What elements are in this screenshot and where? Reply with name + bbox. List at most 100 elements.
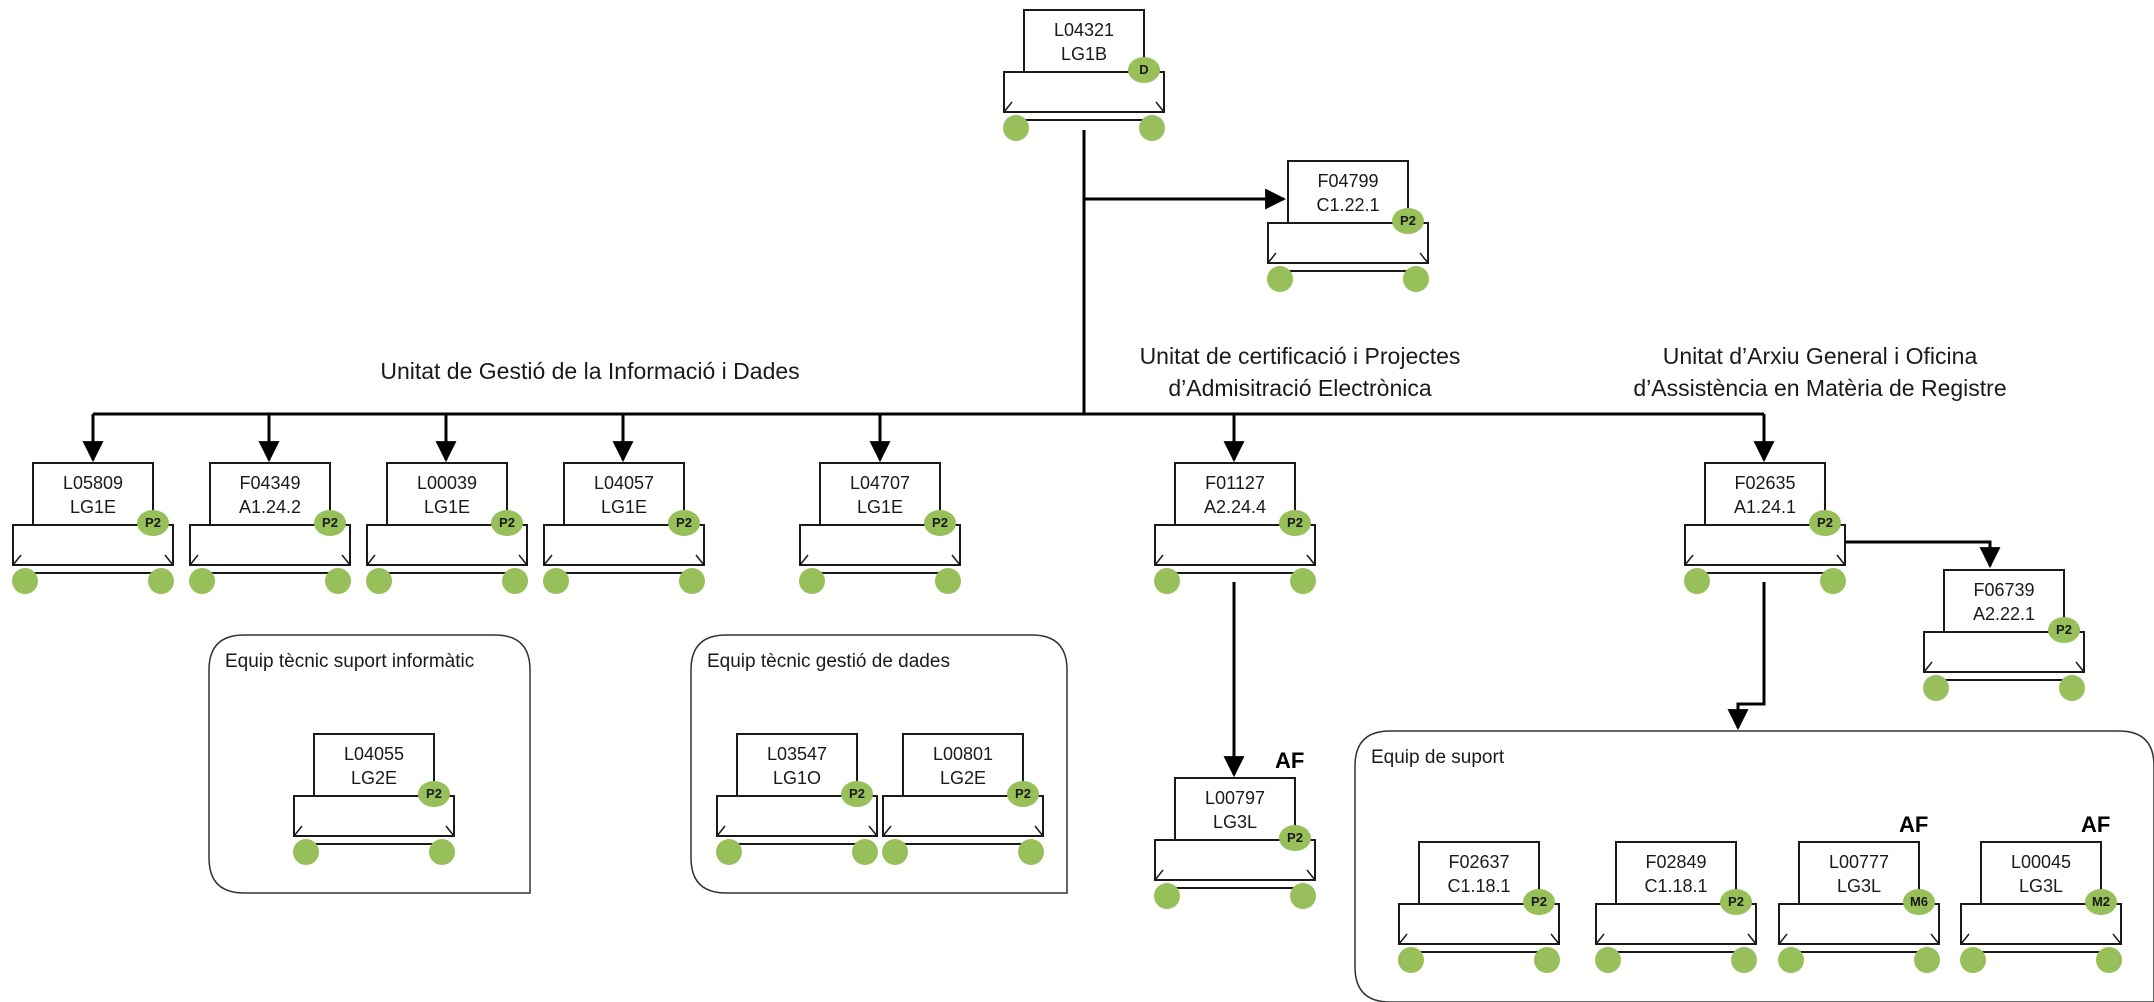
position-badge-label: P2 — [499, 515, 515, 530]
position-label-box — [1174, 777, 1296, 841]
position-code: LG1E — [856, 497, 904, 517]
position-id: F04349 — [239, 473, 301, 493]
position-id: F02849 — [1645, 852, 1707, 872]
position-flag: AF — [1275, 748, 1305, 773]
position-code: LG1B — [1060, 44, 1108, 64]
position-base-fold — [799, 554, 961, 566]
position-badge-label: M6 — [1909, 894, 1929, 909]
position-node — [1923, 569, 2085, 701]
position-foot-left — [1154, 883, 1180, 909]
group-title-equip-suport: Equip de suport — [1371, 747, 1505, 768]
position-foot-left — [1923, 675, 1949, 701]
position-foot-left — [1398, 947, 1424, 973]
position-node — [716, 733, 878, 865]
position-badge-label: P2 — [322, 515, 338, 530]
position-base-fold — [716, 825, 878, 837]
position-foot-left — [716, 839, 742, 865]
position-node — [1003, 9, 1165, 141]
position-badge-label: P2 — [1817, 515, 1833, 530]
position-badge-label: P2 — [426, 786, 442, 801]
position-code: A1.24.2 — [238, 497, 302, 517]
position-id: L00801 — [932, 744, 994, 764]
position-base-fold — [293, 825, 455, 837]
position-foot-right — [429, 839, 455, 865]
position-node — [1154, 777, 1316, 909]
position-foot-right — [1534, 947, 1560, 973]
unit-title-certificacio: Unitat de certificació i Projectes d’Adm… — [1075, 340, 1525, 404]
position-code: LG1E — [423, 497, 471, 517]
position-label-box — [819, 462, 941, 526]
position-foot-left — [366, 568, 392, 594]
position-foot-left — [1960, 947, 1986, 973]
unit-title-arxiu-general: Unitat d’Arxiu General i Oficina d’Assis… — [1595, 340, 2045, 404]
position-id: L00039 — [416, 473, 478, 493]
position-code: LG1E — [600, 497, 648, 517]
position-label-box — [313, 733, 435, 797]
position-label-box — [1798, 841, 1920, 905]
position-foot-left — [189, 568, 215, 594]
position-badge — [2085, 889, 2117, 915]
position-badge — [314, 510, 346, 536]
position-badge-label: P2 — [1287, 830, 1303, 845]
position-id: L05809 — [62, 473, 124, 493]
position-foot-left — [1003, 115, 1029, 141]
position-foot-left — [1154, 568, 1180, 594]
position-id: F02635 — [1734, 473, 1796, 493]
position-badge-label: P2 — [1728, 894, 1744, 909]
position-foot-left — [12, 568, 38, 594]
position-code: LG3L — [2018, 876, 2064, 896]
group-title-suport-informatic: Equip tècnic suport informàtic — [225, 651, 475, 672]
unit-title-gestio-informacio: Unitat de Gestió de la Informació i Dade… — [380, 358, 800, 384]
position-id: L03547 — [766, 744, 828, 764]
position-foot-left — [1595, 947, 1621, 973]
position-id: F01127 — [1205, 473, 1265, 493]
position-base-fold — [1267, 252, 1429, 264]
position-foot-right — [679, 568, 705, 594]
position-foot-right — [2059, 675, 2085, 701]
position-id: L00777 — [1828, 852, 1890, 872]
position-badge — [1279, 510, 1311, 536]
position-base-fold — [1595, 933, 1757, 945]
position-badge-label: P2 — [1287, 515, 1303, 530]
position-id: L04321 — [1053, 20, 1115, 40]
position-node — [1398, 841, 1560, 973]
position-label-box — [1418, 841, 1540, 905]
position-label-box — [736, 733, 858, 797]
position-foot-left — [543, 568, 569, 594]
position-badge — [1128, 57, 1160, 83]
position-foot-right — [502, 568, 528, 594]
position-id: L04707 — [849, 473, 911, 493]
position-badge — [841, 781, 873, 807]
position-label-box — [1615, 841, 1737, 905]
position-badge-label: D — [1139, 62, 1149, 77]
position-badge — [1809, 510, 1841, 536]
position-badge — [1720, 889, 1752, 915]
position-label-box — [32, 462, 154, 526]
position-id: F02637 — [1448, 852, 1510, 872]
unit-title-line: d’Assistència en Matèria de Registre — [1633, 375, 2007, 401]
position-flag: AF — [2081, 812, 2111, 837]
position-foot-left — [1684, 568, 1710, 594]
unit-title-line: d’Admisitració Electrònica — [1168, 375, 1432, 401]
position-badge — [1392, 208, 1424, 234]
position-label-box — [1023, 9, 1145, 73]
position-base-fold — [1960, 933, 2122, 945]
position-badge-label: M2 — [2091, 894, 2111, 909]
position-base-fold — [189, 554, 351, 566]
position-base-fold — [543, 554, 705, 566]
position-node — [1684, 462, 1846, 594]
position-id: F04799 — [1317, 171, 1379, 191]
position-badge-label: P2 — [932, 515, 948, 530]
position-label-box — [1287, 160, 1409, 224]
position-label-box — [1980, 841, 2102, 905]
position-flag: AF — [1899, 812, 1929, 837]
position-base-fold — [366, 554, 528, 566]
position-badge-label: P2 — [849, 786, 865, 801]
position-badge-label: P2 — [676, 515, 692, 530]
position-badge — [668, 510, 700, 536]
connector-f06739 — [1843, 540, 2001, 569]
position-code: LG3L — [1836, 876, 1882, 896]
position-badge — [418, 781, 450, 807]
position-code: C1.18.1 — [1447, 876, 1511, 896]
